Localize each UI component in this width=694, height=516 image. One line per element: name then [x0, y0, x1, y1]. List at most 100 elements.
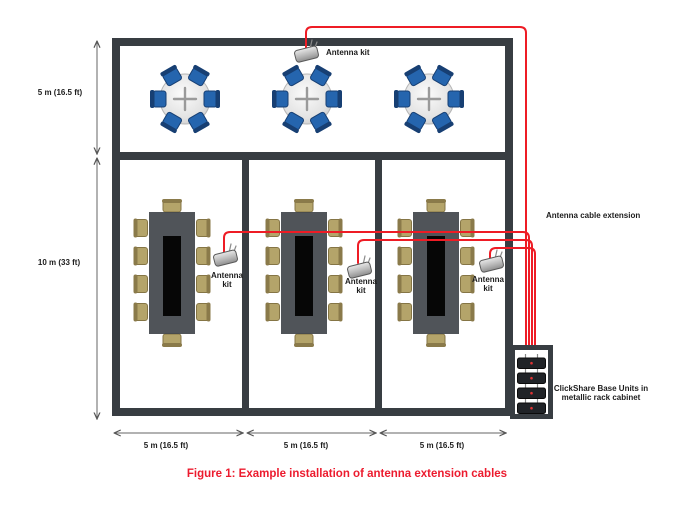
chair-back [315, 121, 332, 134]
dim-label-room3-width: 5 m (16.5 ft) [419, 441, 465, 450]
meeting-table-inlay [427, 236, 445, 316]
chair-back [338, 302, 343, 322]
chair-back [265, 302, 270, 322]
antenna-body [479, 255, 504, 273]
chair-icon [272, 90, 289, 108]
chair-back [265, 218, 270, 238]
meeting-table-1 [133, 199, 211, 347]
chair-back [404, 64, 421, 77]
chair-back [282, 121, 299, 134]
chair-seat [203, 90, 218, 108]
chair-back [437, 121, 454, 134]
chair-icon [282, 64, 305, 87]
round-table-1 [150, 64, 220, 134]
chair-back [133, 218, 138, 238]
wall-bottom [112, 408, 513, 416]
chair-back [404, 121, 421, 134]
antenna-kits [213, 39, 504, 279]
unit-led [530, 406, 533, 410]
chair-seat [152, 90, 167, 108]
chair-icon [187, 64, 210, 87]
unit-led [530, 361, 533, 365]
chair-seat [447, 90, 462, 108]
antenna-kit-icon-1 [294, 39, 319, 63]
chair-back [338, 274, 343, 294]
wall-divider-2 [375, 160, 382, 410]
chair-back [294, 199, 314, 203]
chair-back [206, 274, 211, 294]
chair-icon [431, 64, 454, 87]
dim-label-room2-width: 5 m (16.5 ft) [283, 441, 329, 450]
cable-extension-label: Antenna cable extension [546, 211, 641, 220]
meeting-table-3 [397, 199, 475, 347]
chair-back [160, 121, 177, 134]
chair-icon [404, 111, 427, 134]
unit-led [530, 376, 533, 380]
chair-back [206, 302, 211, 322]
chair-icon [404, 64, 427, 87]
chair-back [315, 64, 332, 77]
dim-label-room1-width: 5 m (16.5 ft) [143, 441, 189, 450]
antenna-kit-label-top: Antenna kit [326, 48, 370, 57]
chair-icon [203, 90, 220, 108]
chair-icon [447, 90, 464, 108]
chair-icon [187, 111, 210, 134]
dim-label-top-height: 5 m (16.5 ft) [37, 88, 83, 97]
building-walls [112, 38, 513, 416]
chair-back [394, 90, 399, 108]
cable-room2 [357, 239, 533, 357]
chair-back [133, 274, 138, 294]
chair-back [337, 90, 342, 108]
antenna-kit-icon-2 [213, 243, 238, 267]
chair-icon [325, 90, 342, 108]
chair-back [206, 246, 211, 266]
chair-icon [282, 111, 305, 134]
meeting-table-2 [265, 199, 343, 347]
wall-left [112, 38, 120, 416]
figure-caption: Figure 1: Example installation of antenn… [186, 468, 508, 480]
chair-seat [274, 90, 289, 108]
base-unit-4 [517, 399, 546, 414]
chair-icon [160, 64, 183, 87]
meeting-table-inlay [295, 236, 313, 316]
chair-icon [160, 111, 183, 134]
round-table-2 [272, 64, 342, 134]
antenna-cables [223, 26, 536, 357]
base-unit-1 [517, 354, 546, 369]
chair-icon [394, 90, 411, 108]
wall-top [112, 38, 513, 46]
unit-led [530, 391, 533, 395]
chair-back [193, 121, 210, 134]
cable-top-room [305, 26, 527, 357]
chair-back [397, 274, 402, 294]
dim-label-bottom-height: 10 m (33 ft) [37, 258, 81, 267]
chair-back [206, 218, 211, 238]
chair-back [338, 246, 343, 266]
cable-room3 [489, 247, 536, 357]
chair-back [282, 64, 299, 77]
chair-icon [309, 64, 332, 87]
chair-back [437, 64, 454, 77]
dimension-lines [97, 41, 506, 433]
base-unit-3 [517, 384, 546, 399]
antenna-kit-label-room1: Antenna kit [211, 271, 243, 289]
chair-icon [309, 111, 332, 134]
chair-back [397, 246, 402, 266]
chair-back [160, 64, 177, 77]
chair-back [162, 343, 182, 347]
chair-back [133, 246, 138, 266]
antenna-body [213, 249, 238, 267]
chair-seat [396, 90, 411, 108]
base-units-label: ClickShare Base Units in metallic rack c… [553, 384, 649, 402]
rack-cabinet [510, 345, 553, 419]
chair-back [397, 218, 402, 238]
antenna-kit-label-room2: Antenna kit [345, 277, 377, 295]
antenna-kit-label-room3: Antenna kit [472, 275, 504, 293]
chair-back [426, 199, 446, 203]
chair-back [265, 246, 270, 266]
chair-back [470, 274, 475, 294]
wall-right [505, 38, 513, 416]
chair-back [426, 343, 446, 347]
